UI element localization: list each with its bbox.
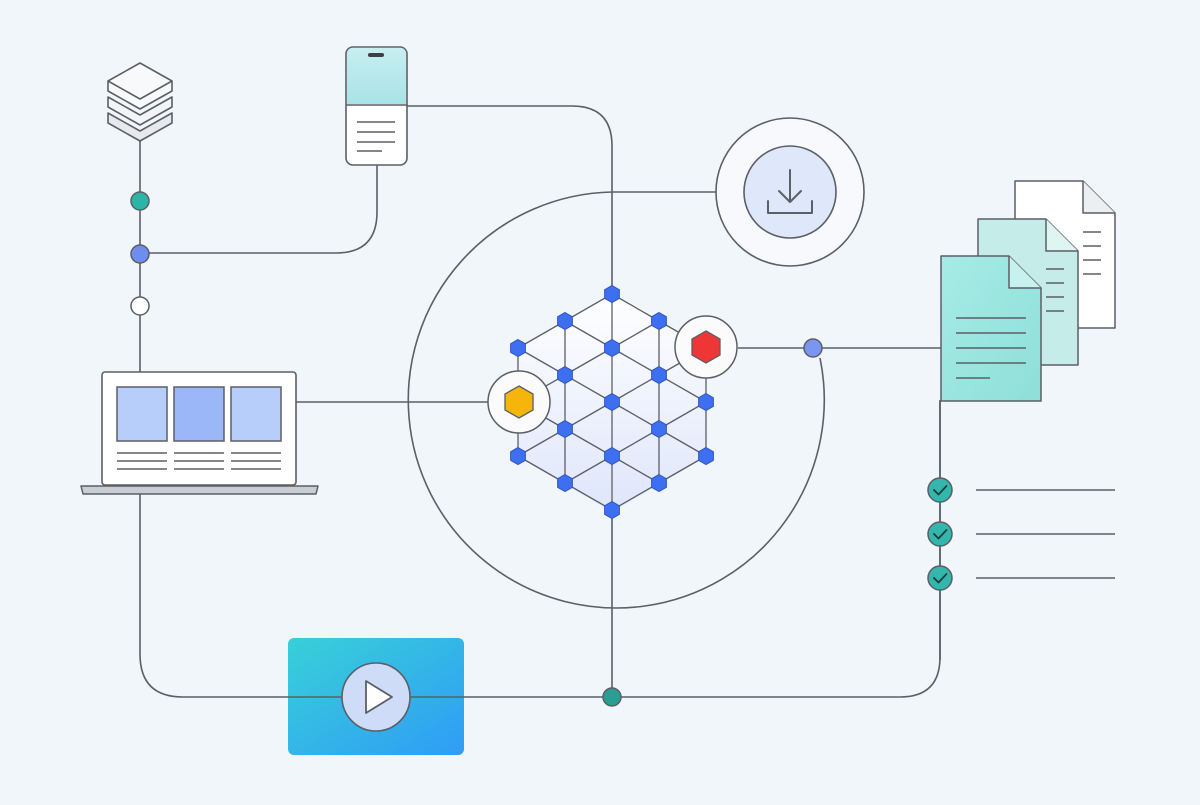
hub-node xyxy=(557,365,573,385)
checklist-item xyxy=(927,477,1115,503)
hub-node xyxy=(604,392,620,412)
orbit-ring xyxy=(407,191,825,609)
connector-dot-bottom xyxy=(602,687,622,707)
hub-node xyxy=(557,473,573,493)
connector-dot-empty xyxy=(130,296,150,316)
hub-node xyxy=(604,284,620,304)
connector-phone-to-left xyxy=(140,165,378,254)
hub-node xyxy=(604,500,620,520)
play-icon[interactable] xyxy=(341,662,411,732)
documents-stack-icon xyxy=(940,180,1116,402)
checklist-item xyxy=(927,521,1115,547)
hub-node xyxy=(510,338,526,358)
checklist-item xyxy=(927,565,1115,591)
hub-node xyxy=(510,446,526,466)
hub-node xyxy=(557,311,573,331)
hub-nodes xyxy=(510,284,714,520)
connector-dot-teal xyxy=(130,191,150,211)
connector-phone-to-hub xyxy=(406,105,613,290)
connector-dot-blue xyxy=(130,244,150,264)
document-front xyxy=(940,255,1042,402)
video-player-icon[interactable] xyxy=(288,638,464,755)
check-icon xyxy=(927,477,953,503)
hub-node xyxy=(651,473,667,493)
check-icon xyxy=(927,565,953,591)
download-icon[interactable] xyxy=(715,117,865,267)
checklist xyxy=(927,401,1115,660)
check-icon xyxy=(927,521,953,547)
hub-node xyxy=(651,365,667,385)
yellow-node xyxy=(504,385,534,419)
hub-node xyxy=(604,446,620,466)
hub-node xyxy=(651,311,667,331)
hub-node xyxy=(698,446,714,466)
mobile-phone-icon xyxy=(345,46,408,166)
hub-node xyxy=(557,419,573,439)
laptop-icon xyxy=(80,371,319,495)
hub-node xyxy=(698,392,714,412)
layers-stack-icon xyxy=(107,62,173,142)
hub-node xyxy=(651,419,667,439)
connector-dot-right xyxy=(803,338,823,358)
hub-node xyxy=(604,338,620,358)
hexagonal-network-icon xyxy=(487,284,738,520)
connector-laptop-to-video xyxy=(139,492,288,698)
red-node xyxy=(691,330,721,364)
